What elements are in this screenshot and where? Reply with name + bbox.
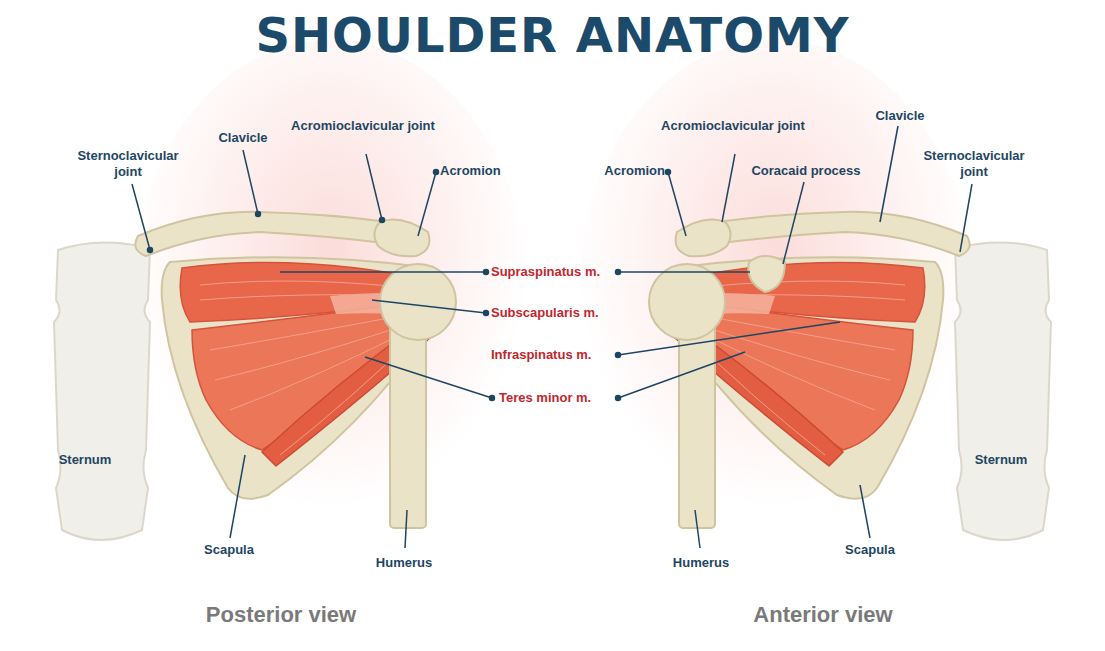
joint-label: Acromioclavicular joint [288, 118, 438, 134]
joint-label: Sternoclavicular joint [909, 148, 1039, 180]
anterior-figure [575, 40, 1051, 560]
bone-label: Coracaid process [736, 163, 876, 179]
bone-label: Acromion [565, 163, 665, 179]
bone-label: Scapula [189, 542, 269, 558]
leader-lines [132, 126, 972, 548]
muscle-label: Supraspinatus m. [491, 264, 615, 280]
view-caption: Posterior view [181, 602, 381, 628]
bone-label: Scapula [830, 542, 910, 558]
bone-label: Clavicle [203, 130, 283, 146]
muscle-label: Infraspinatus m. [491, 347, 615, 363]
bone-label: Sternum [956, 452, 1046, 468]
bone-label: Humerus [661, 555, 741, 571]
bone-label: Sternum [40, 452, 130, 468]
title: SHOULDER ANATOMY [0, 6, 1105, 64]
posterior-figure [54, 40, 530, 560]
bone-label: Clavicle [860, 108, 940, 124]
bone-label: Humerus [364, 555, 444, 571]
joint-label: Acromioclavicular joint [658, 118, 808, 134]
bone-label: Acromion [440, 163, 520, 179]
bone-label: Sternoclavicular joint [63, 148, 193, 180]
muscle-label: Subscapularis m. [491, 305, 615, 321]
view-caption: Anterior view [723, 602, 923, 628]
muscle-label: Teres minor m. [499, 390, 615, 406]
